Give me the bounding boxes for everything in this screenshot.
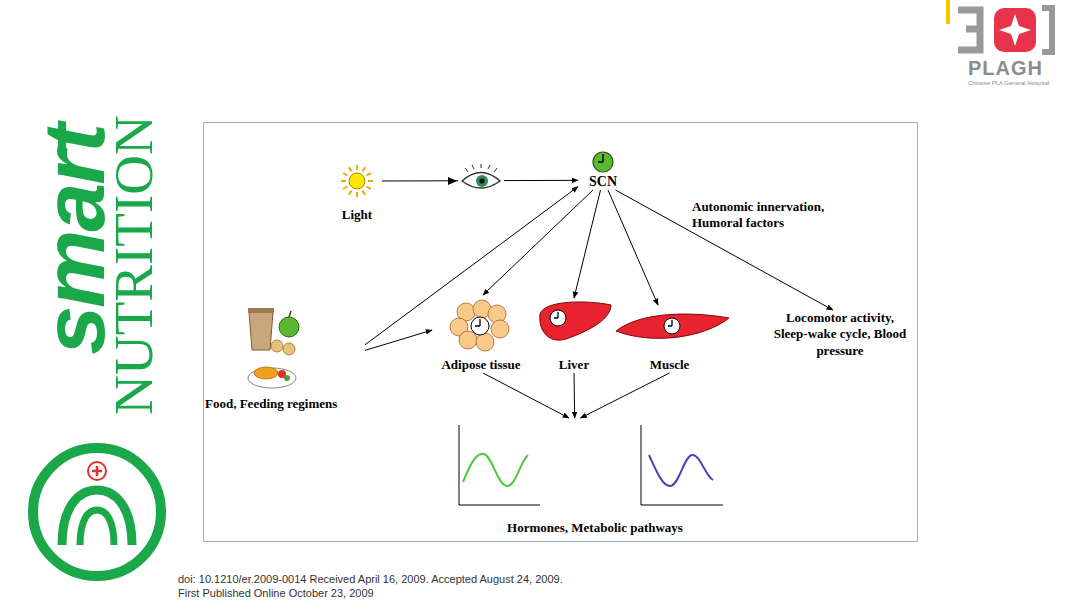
sun-ray [368,180,373,182]
smart-nutrition-logo [33,448,161,576]
logo-cross [92,466,102,476]
logo-cross-box [994,8,1036,52]
clock-face [593,152,613,172]
node-label: Locomotor activity, Sleep-wake cycle, Bl… [768,310,912,359]
graph-axes [641,425,723,505]
clock-hands [554,312,558,318]
node-label: Adipose tissue [441,357,520,373]
clock-hands [668,320,672,326]
sun-ray [343,187,347,190]
sun-ray [363,191,366,195]
cup [249,312,273,350]
clock-face [550,310,566,326]
light-source: Light [332,163,382,223]
annotation: Autonomic innervation, Humoral factors [690,199,854,230]
node-label: Muscle [650,357,690,373]
plate [248,368,296,388]
sun-disc [349,173,365,189]
clock-hands [475,319,480,326]
liver-icon [540,302,611,340]
sun-ray [343,173,347,176]
fat-cell [459,331,477,349]
logo-star [999,14,1031,46]
logo-glyph [958,10,980,50]
arrow-connector [483,190,593,295]
node-label: Food, Feeding regimens [205,396,337,412]
eye-outline [462,173,500,189]
node-label: Liver [559,357,589,373]
eye-ground [458,166,504,196]
citation: First Published Online October 23, 2009 [178,587,374,600]
sun-icon [341,165,373,197]
sun-ray [341,180,346,182]
logo-bar [946,0,950,24]
food-portion [254,367,278,379]
rhythm-curve [463,454,528,486]
muscle-shape [616,314,729,338]
rhythm-graph [459,425,723,505]
sun-ray [349,191,352,195]
muscle-icon [616,314,729,338]
figure-frame [204,123,918,542]
plagh-logo [946,0,1052,52]
arrow-connector [483,373,569,418]
food-input: Food, Feeding regimens [205,300,365,412]
logo-ring [33,448,161,576]
sun-ray [356,192,358,197]
cookie [271,340,283,352]
tissue-clock: Liver [535,298,613,373]
arrow-connector [608,190,658,305]
greens [284,375,290,381]
logo-text: PLAGH [968,58,1043,78]
adipose-icon [450,300,509,351]
sun-ray [356,165,358,170]
sun-ray [349,167,352,171]
eye-lashes [465,164,497,172]
apple [279,317,299,337]
node-label: SCN [589,173,617,191]
sun-ray [363,167,366,171]
sun-ray [367,173,371,176]
arrow-connector [574,190,601,298]
liver-shape [540,302,611,340]
output-graphs: Hormones, Metabolic pathways [450,418,740,536]
tissue-clock: Muscle [612,305,727,373]
output-block: Locomotor activity, Sleep-wake cycle, Bl… [768,310,912,361]
apple-stem [289,311,291,317]
scn-clock: SCN [578,148,628,190]
clock-face [471,317,489,335]
eye-icon [448,164,504,196]
fat-cell [476,333,494,351]
logo-arch [62,490,132,545]
brand-word: NUTRITION [106,115,161,414]
citation: doi: 10.1210/er.2009-0014 Received April… [178,573,563,586]
food-icon [248,308,299,388]
eye-pupil [479,178,484,183]
logo-arch [80,510,114,545]
node-label: Hormones, Metabolic pathways [507,520,683,536]
arrow-head [448,177,457,185]
sun-ray [367,187,371,190]
eye-iris [476,175,488,187]
graph-axes [459,425,540,505]
cup-lid [248,308,274,313]
fat-cell [491,320,509,338]
logo-badge [88,462,106,480]
clock-hands [598,154,603,162]
rhythm-curve [649,455,713,486]
tissue-clock: Adipose tissue [432,295,530,373]
node-label: Light [342,207,372,223]
logo-subtext: Chinese PLA General Hospital [968,80,1049,86]
cookie [283,343,295,355]
clock-icon [593,152,613,172]
arrow-connector [365,330,432,350]
arrow-connector [581,373,670,418]
logo-bracket [1042,8,1052,52]
clock-face [664,318,680,334]
arrow-connector [574,373,576,418]
